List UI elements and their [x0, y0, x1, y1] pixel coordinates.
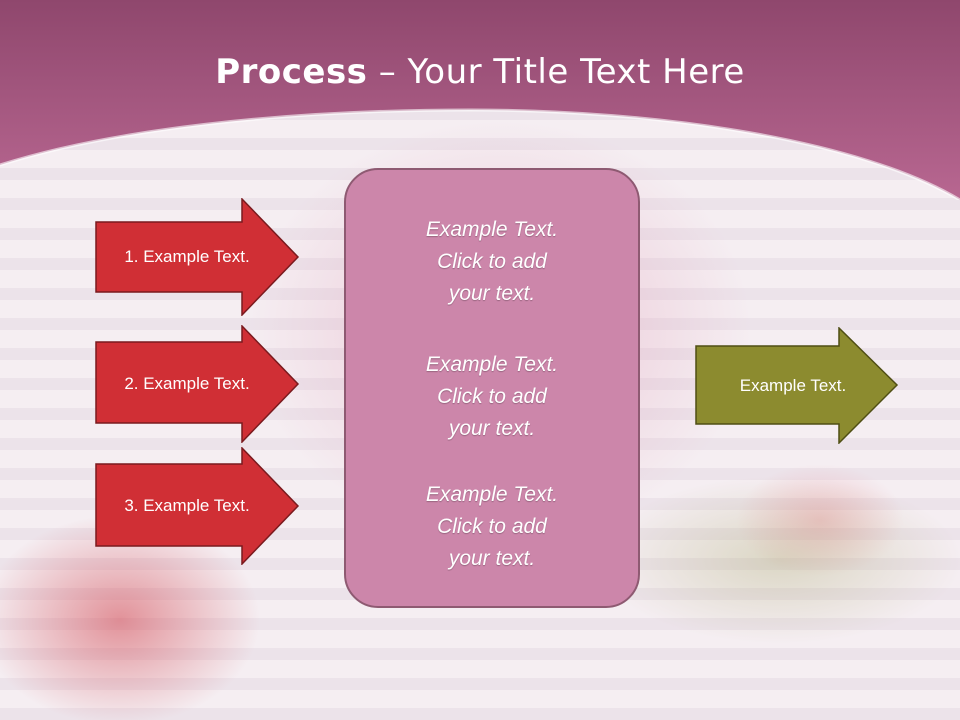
- arrow-shape: [95, 325, 300, 443]
- arrow-shape: [95, 447, 300, 565]
- center-text-box[interactable]: Example Text. Click to add your text. Ex…: [344, 168, 640, 608]
- result-label: Example Text.: [739, 375, 847, 395]
- arrow-shape: [95, 198, 300, 316]
- center-line: Click to add: [437, 385, 547, 408]
- step-arrow-3[interactable]: 3. Example Text.: [95, 447, 300, 565]
- center-line: your text.: [448, 547, 536, 570]
- step-label: 2. Example Text.: [124, 374, 250, 393]
- page-title[interactable]: Process – Your Title Text Here: [0, 52, 960, 92]
- header-banner: [0, 0, 960, 200]
- step-arrow-2[interactable]: 2. Example Text.: [95, 325, 300, 443]
- center-line: Click to add: [437, 515, 547, 538]
- step-label: 3. Example Text.: [124, 496, 250, 515]
- result-arrow[interactable]: Example Text.: [695, 327, 900, 444]
- step-label: 1. Example Text.: [124, 247, 250, 266]
- center-text-block-2: Example Text. Click to add your text.: [346, 349, 638, 445]
- center-line: your text.: [448, 282, 536, 305]
- center-line: your text.: [448, 417, 536, 440]
- arrow-shape: [695, 327, 899, 444]
- center-text-block-3: Example Text. Click to add your text.: [346, 479, 638, 575]
- center-text-block-1: Example Text. Click to add your text.: [346, 214, 638, 310]
- center-line: Click to add: [437, 250, 547, 273]
- title-bold: Process: [215, 52, 368, 92]
- title-rest: – Your Title Text Here: [367, 52, 745, 92]
- center-line: Example Text.: [425, 353, 559, 376]
- step-arrow-1[interactable]: 1. Example Text.: [95, 198, 300, 316]
- center-line: Example Text.: [425, 218, 559, 241]
- center-line: Example Text.: [425, 483, 559, 506]
